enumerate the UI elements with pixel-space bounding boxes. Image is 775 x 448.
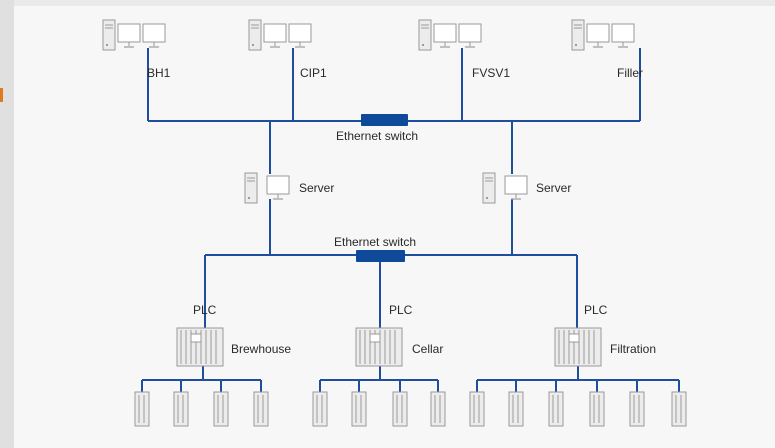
- workstation-icon: [571, 19, 635, 51]
- tower-case: [418, 19, 432, 51]
- tower-case: [244, 172, 258, 204]
- monitor: [504, 175, 528, 200]
- plc-unit-label: Filtration: [610, 342, 656, 356]
- io-module-icon: [548, 391, 564, 427]
- plc-rack-icon: [355, 327, 403, 367]
- ethernet-switch-icon: [361, 114, 408, 126]
- left-edge-marker: [0, 88, 3, 102]
- monitor: [433, 23, 457, 48]
- tower-case: [102, 19, 116, 51]
- server-left: Server: [244, 172, 334, 204]
- workstation-label: BH1: [147, 66, 171, 80]
- workstation-cip1: CIP1: [248, 19, 327, 80]
- monitor: [266, 175, 290, 200]
- workstation-filler: Filler: [571, 19, 643, 80]
- diagram-panel: [14, 6, 775, 448]
- monitor: [263, 23, 287, 48]
- rack-display: [369, 333, 381, 343]
- workstation-label: FVSV1: [472, 66, 510, 80]
- server-label: Server: [299, 181, 334, 195]
- rack-display: [568, 333, 580, 343]
- plc-rack-icon: [554, 327, 602, 367]
- workstation-icon: [102, 19, 166, 51]
- tower-case: [248, 19, 262, 51]
- rack-frame: [176, 327, 224, 367]
- server-right: Server: [482, 172, 571, 204]
- io-module-icon: [134, 391, 150, 427]
- io-module-icon: [508, 391, 524, 427]
- plc-brewhouse: Brewhouse: [176, 327, 291, 367]
- io-module-icon: [253, 391, 269, 427]
- field-devices: [134, 391, 687, 427]
- rack-display: [190, 333, 202, 343]
- plc-unit-label: Cellar: [412, 342, 443, 356]
- workstation-label: Filler: [617, 66, 643, 80]
- tower-case: [571, 19, 585, 51]
- plc-filtration: Filtration: [554, 327, 656, 367]
- server-label: Server: [536, 181, 571, 195]
- io-module-icon: [392, 391, 408, 427]
- plc-label-filtration: PLC: [584, 303, 608, 317]
- workstation-fvsv1: FVSV1: [418, 19, 510, 80]
- plc-rack-icon: [176, 327, 224, 367]
- workstation-icon: [248, 19, 312, 51]
- io-module-icon: [312, 391, 328, 427]
- plc-cellar: Cellar: [355, 327, 443, 367]
- ethernet-switch-label-top: Ethernet switch: [336, 129, 418, 143]
- monitor: [142, 23, 166, 48]
- io-module-icon: [351, 391, 367, 427]
- io-module-icon: [430, 391, 446, 427]
- io-module-icon: [469, 391, 485, 427]
- monitor: [458, 23, 482, 48]
- io-module-icon: [671, 391, 687, 427]
- workstation-bh1: BH1: [102, 19, 171, 80]
- plc-unit-label: Brewhouse: [231, 342, 291, 356]
- left-edge-strip: [0, 0, 14, 448]
- server-icon: [482, 172, 528, 204]
- tower-case: [482, 172, 496, 204]
- io-module-icon: [213, 391, 229, 427]
- plc-label-cellar: PLC: [389, 303, 413, 317]
- monitor: [586, 23, 610, 48]
- io-module-icon: [173, 391, 189, 427]
- plc-label-brewhouse: PLC: [193, 303, 217, 317]
- io-module-icon: [629, 391, 645, 427]
- ethernet-switch-icon: [356, 250, 405, 262]
- workstation-label: CIP1: [300, 66, 327, 80]
- monitor: [117, 23, 141, 48]
- workstation-icon: [418, 19, 482, 51]
- connection-lines: [141, 48, 680, 392]
- ethernet-switch-label-bottom: Ethernet switch: [334, 235, 416, 249]
- monitor: [288, 23, 312, 48]
- server-icon: [244, 172, 290, 204]
- monitor: [611, 23, 635, 48]
- io-module-icon: [589, 391, 605, 427]
